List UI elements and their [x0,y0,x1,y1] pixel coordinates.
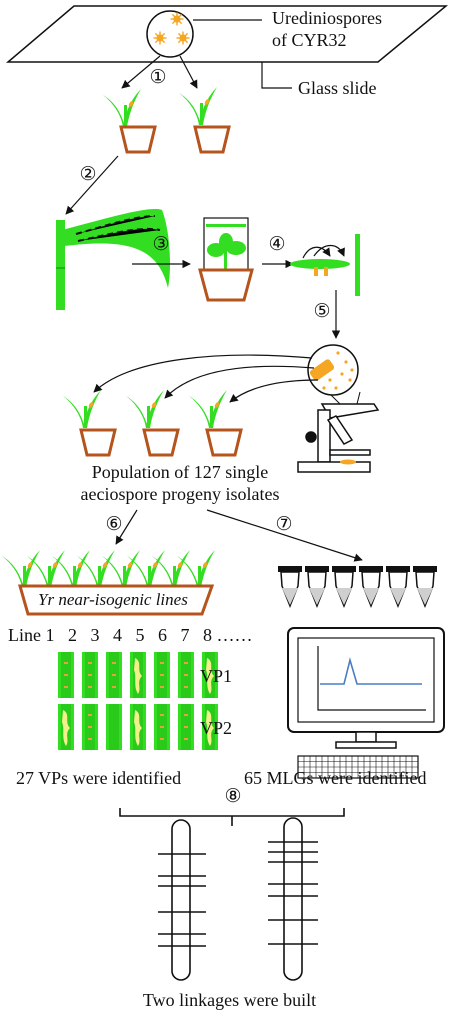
vp2-leaf-strip [202,704,218,750]
line-number-header: Line 1 2 3 4 5 6 7 8 …… [8,625,253,645]
aecia-leaf-icon [290,234,360,296]
population-label-line1: Population of 127 single [91,462,269,482]
wheat-seedling-icon [63,390,101,428]
magnified-aeciospores-icon [307,344,359,396]
linkage-ticks-right [268,841,318,945]
near-isogenic-lines-tray [2,550,215,616]
vps-identified-label: 27 VPs were identified [16,768,182,788]
step-1-marker: ① [149,66,167,88]
vp1-leaf-strip [58,652,74,698]
spore-dish-icon [146,10,194,58]
wheat-seedling-icon [103,89,141,127]
vp2-phenotype-row [58,704,218,750]
yr-lines-label: Yr near-isogenic lines [38,590,188,610]
linkages-built-label: Two linkages were built [142,990,317,1010]
arrow-isolate-2 [164,365,315,399]
vp2-leaf-strip [154,704,170,750]
vp1-label: VP1 [200,666,233,686]
mlgs-identified-label: 65 MLGs were identified [244,768,427,788]
vp1-leaf-strip [106,652,122,698]
pot-icon [193,125,231,154]
urediniospores-label: Urediniospores [272,8,382,28]
keyboard-icon [297,755,419,779]
vp1-leaf-strip [178,652,194,698]
arrow-step2 [65,155,119,215]
arrow-isolate-3 [229,379,319,403]
vp2-leaf-strip [130,704,146,750]
barberry-plant-icon [203,217,249,271]
pot-icon [79,428,117,457]
wheat-seedling-icon [179,87,217,125]
arrow-step6 [115,509,138,545]
pot-icon [198,268,254,302]
merge-bracket [119,808,345,817]
step-2-marker: ② [79,163,97,185]
linkage-ticks-left [158,853,206,947]
step-5-marker: ⑤ [313,300,331,322]
step-7-marker: ⑦ [275,513,293,535]
chromosome-icon [171,817,303,981]
population-label-line2: aeciospore progeny isolates [80,484,280,504]
vp1-leaf-strip [202,652,218,698]
vp2-leaf-strip [82,704,98,750]
yr-gene-prefix: Yr [38,590,55,609]
telia-leaf-icon [56,209,170,310]
vp2-leaf-strip [178,704,194,750]
vp1-leaf-strip [130,652,146,698]
arrow-step7 [206,509,363,562]
step-8-marker: ⑧ [224,785,242,807]
vp1-leaf-strip [154,652,170,698]
pot-icon [205,428,243,457]
pot-icon [142,428,180,457]
microscope-icon [297,391,380,473]
cyr32-label: of CYR32 [272,30,347,50]
vp2-leaf-strip [58,704,74,750]
computer-monitor-icon [287,627,445,749]
yr-lines-suffix: near-isogenic lines [54,590,188,609]
pcr-tube-icon [277,565,438,607]
glass-slide-leader [261,62,292,89]
vp1-leaf-strip [82,652,98,698]
wheat-seedling-icon [126,390,164,428]
step-3-marker: ③ [152,233,170,255]
arrow-isolate-1 [93,354,313,393]
glass-slide-icon [5,5,449,63]
step-4-marker: ④ [268,233,286,255]
pot-icon [119,125,157,154]
vp1-phenotype-row [58,652,218,698]
vp2-leaf-strip [106,704,122,750]
step-6-marker: ⑥ [105,513,123,535]
glass-slide-label: Glass slide [298,78,377,98]
arrow-step1-left [121,55,161,89]
arrow-step1-right [179,55,198,89]
wheat-seedling-icon [189,390,227,428]
vp2-label: VP2 [200,718,233,738]
